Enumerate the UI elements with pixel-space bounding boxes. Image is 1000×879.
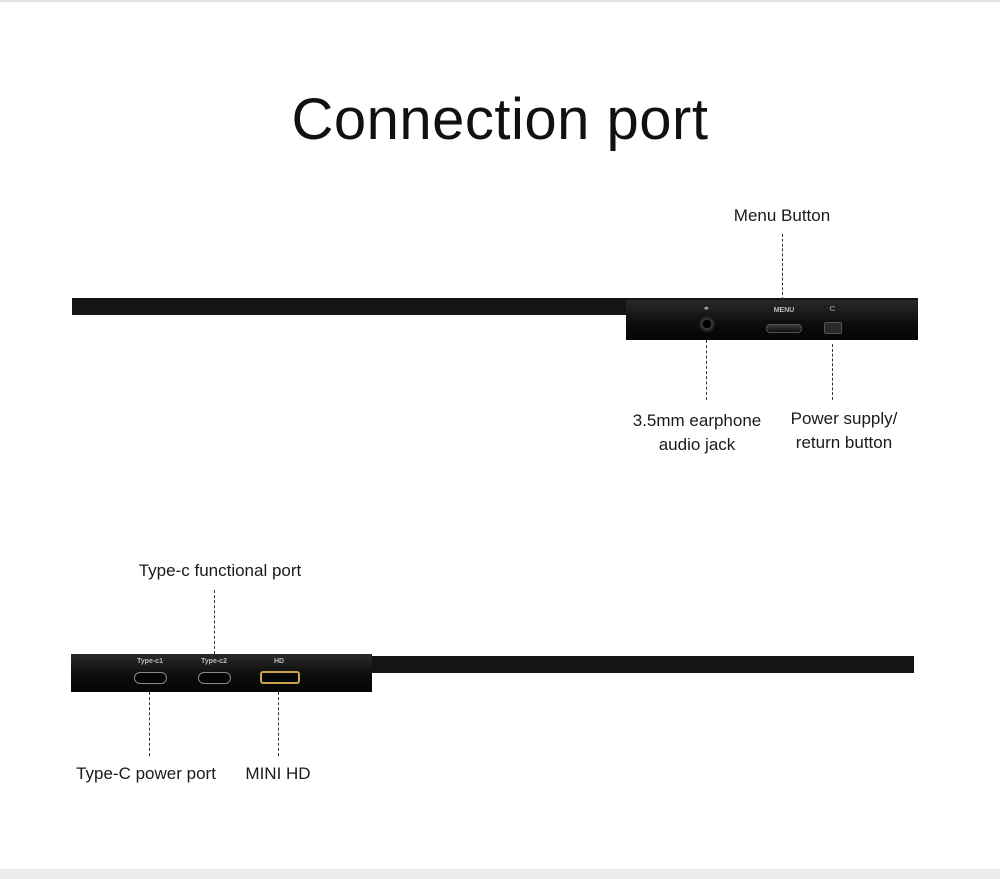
mini-hd-port — [260, 671, 300, 684]
top-border — [0, 0, 1000, 2]
leader-typec-power — [149, 692, 150, 756]
callout-power-button-line1: Power supply/ — [790, 409, 898, 428]
leader-earphone-jack — [706, 340, 707, 400]
top-device-port-housing — [626, 300, 918, 340]
menu-button — [766, 324, 802, 333]
typec1-printed-label: Type-c1 — [137, 658, 163, 665]
callout-typec-power: Type-C power port — [76, 764, 216, 783]
hd-printed-label: HD — [273, 658, 285, 665]
typec2-printed-label: Type-c2 — [201, 658, 227, 665]
menu-printed-label: MENU — [773, 307, 795, 314]
power-return-icon: ⊂ — [829, 304, 836, 313]
callout-menu-button: Menu Button — [733, 206, 831, 225]
bottom-band — [0, 869, 1000, 879]
leader-power-button — [832, 344, 833, 400]
power-button — [824, 322, 842, 334]
callout-power-button-line2: return button — [795, 433, 893, 452]
callout-earphone-jack: 3.5mm earphone audio jack — [612, 409, 782, 457]
page-title: Connection port — [291, 87, 709, 152]
callout-earphone-jack-line1: 3.5mm earphone — [632, 411, 762, 430]
callout-typec-functional: Type-c functional port — [138, 561, 302, 580]
typec-power-port — [134, 672, 167, 684]
leader-mini-hd — [278, 692, 279, 756]
typec-functional-port — [198, 672, 231, 684]
callout-earphone-jack-line2: audio jack — [658, 435, 736, 454]
callout-mini-hd: MINI HD — [245, 764, 311, 783]
headphone-icon: ⚭ — [703, 304, 710, 313]
earphone-jack-port — [699, 316, 715, 332]
leader-menu-button — [782, 234, 783, 300]
leader-typec-functional — [214, 590, 215, 654]
callout-power-button: Power supply/ return button — [774, 407, 914, 455]
